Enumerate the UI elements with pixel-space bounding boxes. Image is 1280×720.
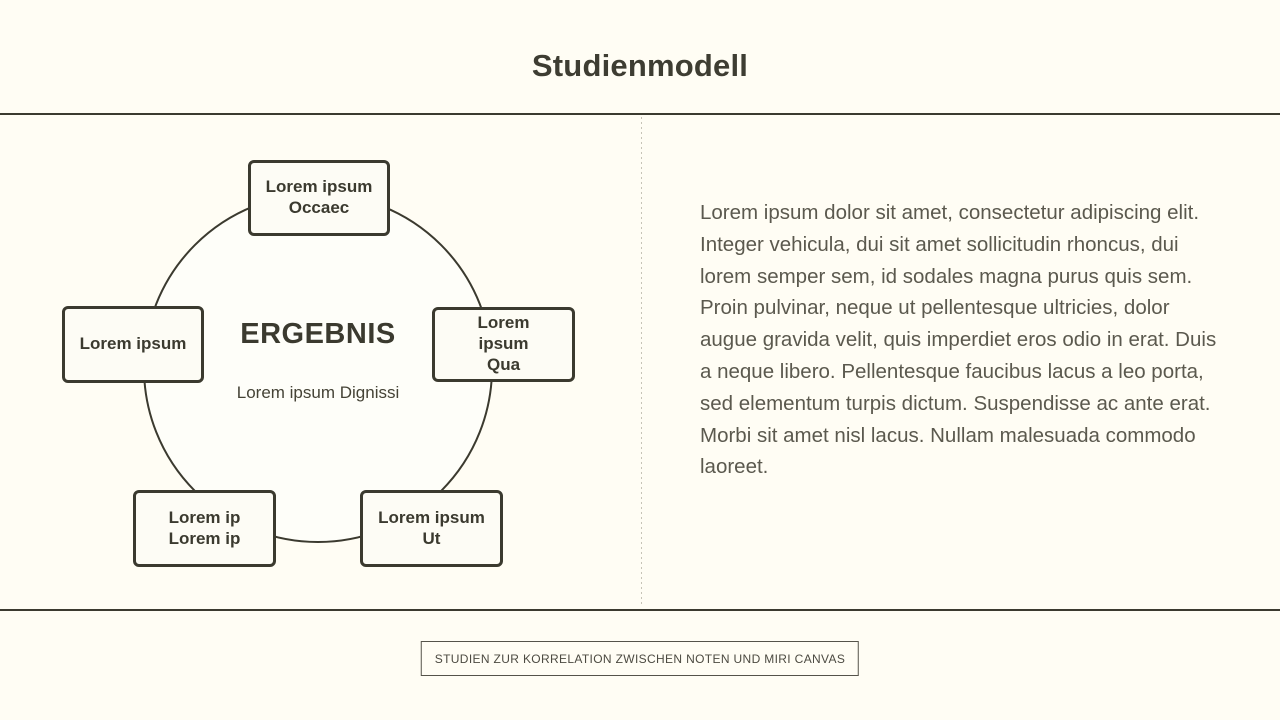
diagram-node-top: Lorem ipsum Occaec [248, 160, 390, 236]
top-divider-line [0, 113, 1280, 115]
diagram-center-subtitle: Lorem ipsum Dignissi [236, 383, 400, 402]
diagram-node-right: Lorem ipsum Qua [432, 307, 575, 382]
vertical-dotted-divider [641, 117, 642, 607]
slide-title: Studienmodell [531, 48, 749, 83]
bottom-divider-line [0, 609, 1280, 611]
cycle-diagram: Lorem ipsum Occaec Lorem ipsum Lorem ips… [0, 114, 641, 609]
diagram-node-bottom-right: Lorem ipsum Ut [360, 490, 503, 567]
diagram-node-bottom-left: Lorem ip Lorem ip [133, 490, 276, 567]
body-paragraph: Lorem ipsum dolor sit amet, consectetur … [700, 201, 1217, 479]
footer-caption: STUDIEN ZUR KORRELATION ZWISCHEN NOTEN U… [420, 641, 860, 676]
diagram-center-title: ERGEBNIS [240, 318, 396, 350]
diagram-node-left: Lorem ipsum [62, 306, 204, 383]
